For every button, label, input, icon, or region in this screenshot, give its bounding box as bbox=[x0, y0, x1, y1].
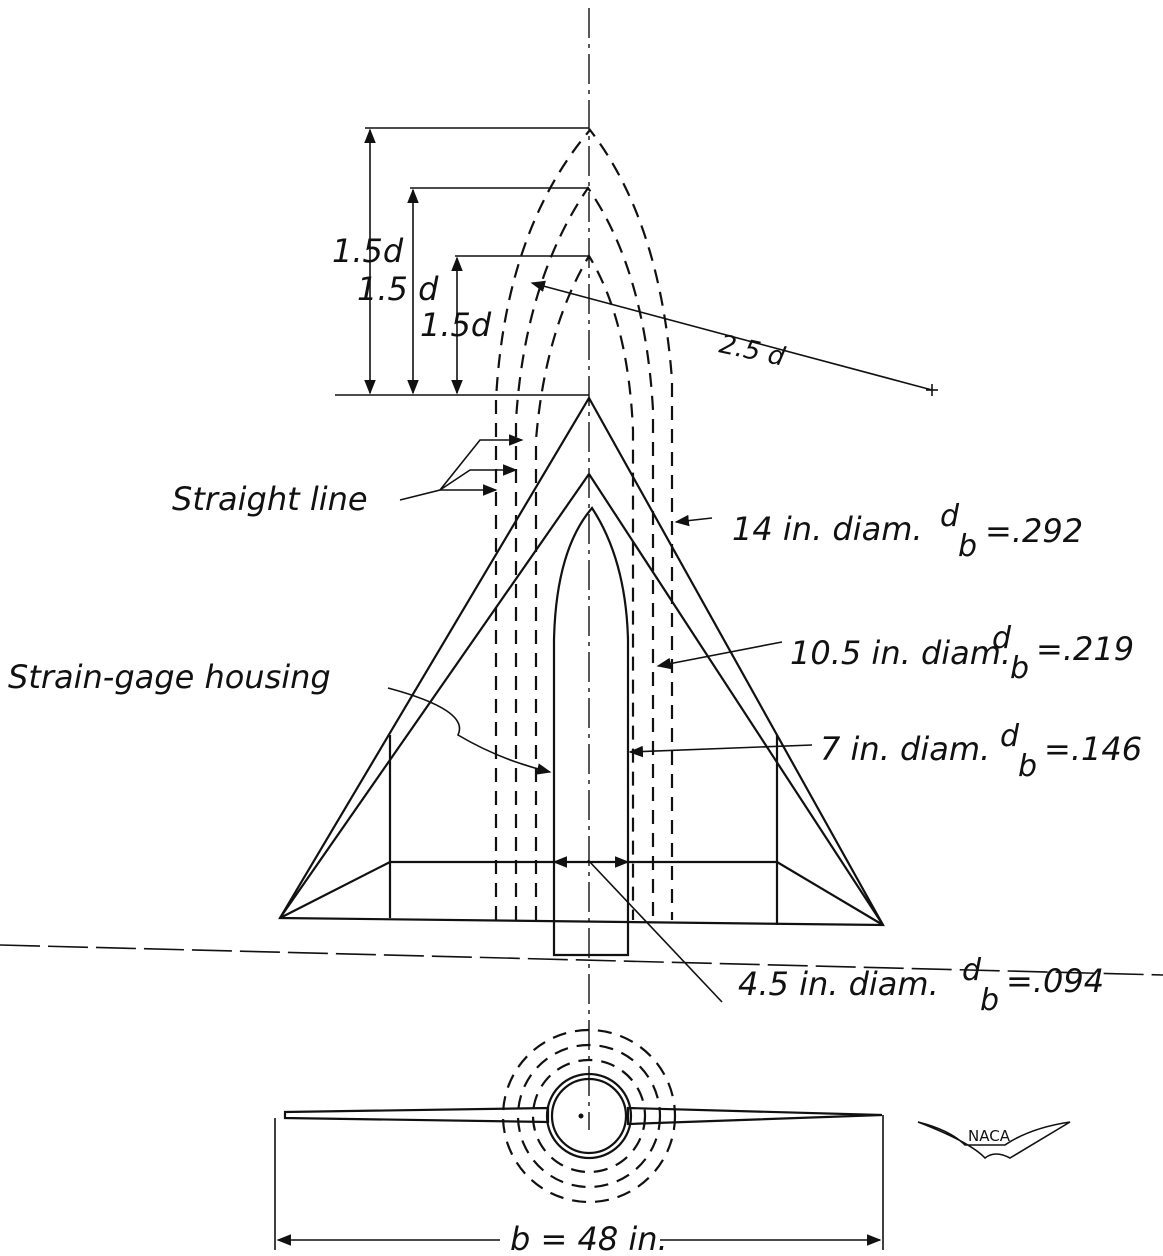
straight-line-leaders bbox=[399, 434, 524, 501]
label-span: b = 48 in. bbox=[510, 1220, 668, 1256]
ratio-7-den: b bbox=[1018, 749, 1037, 784]
label-leaders bbox=[387, 514, 813, 1003]
ratio-4-5-value: =.094 bbox=[1006, 962, 1104, 1000]
ratio-7-num: d bbox=[1000, 719, 1020, 754]
body-14-in-dashed bbox=[494, 128, 674, 920]
naca-logo-text: NACA bbox=[968, 1127, 1011, 1145]
front-view bbox=[274, 1028, 884, 1250]
label-1-5d-middle: 1.5 d bbox=[357, 270, 439, 308]
ratio-14-num: d bbox=[940, 499, 960, 534]
ratio-4-5-num: d bbox=[962, 953, 982, 988]
delta-wing-planform bbox=[278, 395, 885, 927]
section-line bbox=[0, 944, 1163, 976]
label-body-10-5: 10.5 in. diam. bbox=[790, 634, 1011, 672]
ratio-14-den: b bbox=[958, 529, 977, 564]
label-radius-2-5d: 2.5 d bbox=[717, 330, 788, 373]
label-body-14: 14 in. diam. bbox=[732, 510, 923, 548]
ratio-10-5-num: d bbox=[992, 621, 1012, 656]
ratio-10-5-den: b bbox=[1010, 651, 1029, 686]
body-7-in-dashed bbox=[534, 253, 635, 920]
dimension-lines bbox=[335, 127, 938, 396]
label-body-7: 7 in. diam. bbox=[820, 730, 990, 768]
ratio-4-5-den: b bbox=[980, 983, 999, 1018]
ratio-10-5-value: =.219 bbox=[1036, 630, 1134, 668]
naca-logo: NACA bbox=[917, 1121, 1071, 1160]
ratio-14-value: =.292 bbox=[985, 512, 1083, 550]
strain-gage-housing-body bbox=[552, 506, 630, 957]
label-1-5d-inner: 1.5d bbox=[420, 306, 492, 344]
label-body-4-5: 4.5 in. diam. bbox=[738, 965, 939, 1003]
label-1-5d-outer: 1.5d bbox=[332, 232, 404, 270]
ratio-7-value: =.146 bbox=[1044, 730, 1142, 768]
label-strain-gage-housing: Strain-gage housing bbox=[8, 658, 331, 696]
label-straight-line: Straight line bbox=[172, 480, 368, 518]
